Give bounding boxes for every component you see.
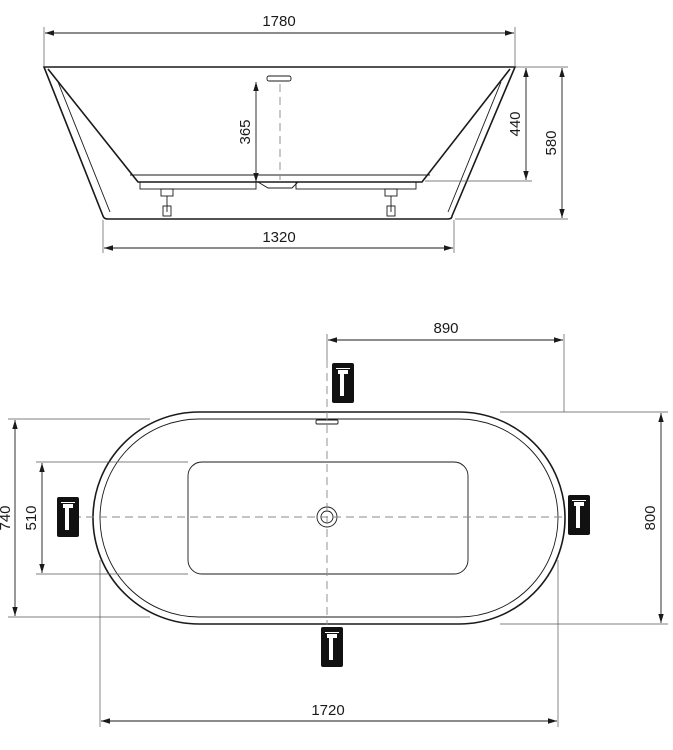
side-view: 1780 365: [42, 13, 568, 253]
tub-feet: [139, 181, 417, 217]
dim-outer-width: 740: [0, 418, 150, 618]
dim-inner-width: 510: [23, 461, 188, 575]
tub-inner-basin: [47, 68, 511, 183]
tub-inner-basin-top: [187, 461, 469, 575]
faucet-icon-top: [332, 363, 354, 403]
top-view: 890 740 510: [0, 320, 668, 727]
dim-label-half-length: 890: [433, 320, 458, 337]
dim-base-width: 1320: [102, 220, 455, 253]
overflow-top: [315, 419, 339, 425]
dim-label-inner-width: 510: [23, 505, 40, 530]
tub-outer-silhouette: [42, 66, 517, 220]
dim-total-height: 580: [455, 68, 568, 220]
faucet-icon-left: [57, 497, 79, 537]
dim-label-overall-depth: 800: [642, 505, 659, 530]
dim-rim-height: 440: [425, 66, 568, 182]
dim-overall-depth: 800: [500, 411, 668, 625]
dim-label-base-width: 1320: [262, 229, 295, 246]
dim-label-outer-width: 740: [0, 505, 14, 530]
dim-inner-length: 1720: [99, 560, 559, 727]
dim-label-inner-depth: 365: [237, 119, 254, 144]
dim-label-inner-length: 1720: [311, 702, 344, 719]
dim-top-width: 1780: [43, 13, 516, 66]
dim-inner-depth: 365: [237, 82, 259, 182]
tub-outer-oval: [92, 411, 566, 625]
overflow-fitting: [266, 75, 292, 82]
tub-rim-oval: [99, 418, 559, 618]
dim-label-top-width: 1780: [262, 13, 295, 30]
faucet-icon-bottom: [321, 627, 343, 667]
dim-label-rim-height: 440: [507, 111, 524, 136]
dim-half-length: 890: [326, 320, 565, 412]
dim-label-total-height: 580: [543, 130, 560, 155]
faucet-icon-right: [568, 495, 590, 535]
